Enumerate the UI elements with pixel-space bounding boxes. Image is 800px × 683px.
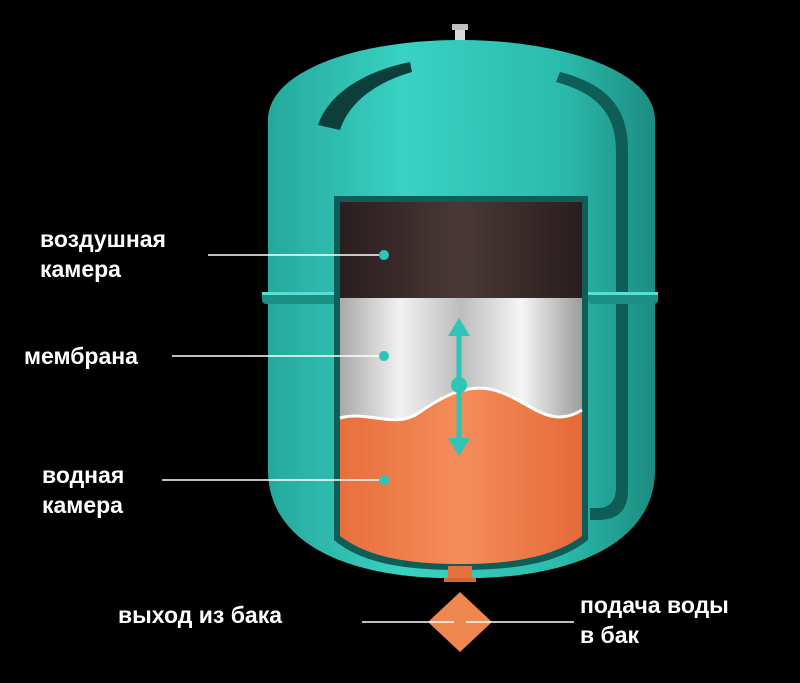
water-chamber-label-line2: камера <box>42 492 123 518</box>
inlet-label: подача воды в бак <box>580 590 729 650</box>
water-chamber <box>340 388 582 564</box>
double-arrow-vertical-icon <box>448 318 470 456</box>
water-chamber-dot <box>379 475 389 485</box>
air-chamber-label: воздушная камера <box>40 224 166 284</box>
air-chamber <box>340 202 582 298</box>
outlet-label: выход из бака <box>118 602 282 628</box>
diamond-valve-icon <box>428 592 492 652</box>
inlet-label-line1: подача воды <box>580 592 729 618</box>
tank-side-channel <box>556 72 628 520</box>
air-chamber-dot <box>379 250 389 260</box>
water-chamber-label-line1: водная <box>42 462 125 488</box>
top-valve <box>452 24 468 42</box>
water-chamber-label: водная камера <box>42 460 124 520</box>
membrane-label: мембрана <box>24 343 138 369</box>
membrane-dot <box>379 351 389 361</box>
air-chamber-label-line1: воздушная <box>40 226 166 252</box>
inlet-label-line2: в бак <box>580 622 640 648</box>
tank-highlight <box>318 62 412 130</box>
air-chamber-label-line2: камера <box>40 256 121 282</box>
